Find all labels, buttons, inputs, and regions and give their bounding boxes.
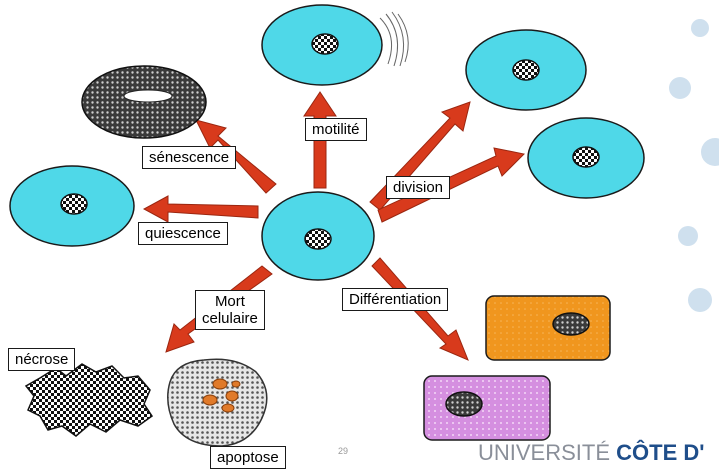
label-differentiation: Différentiation: [342, 288, 449, 311]
differentiated-cell-orange: [485, 295, 611, 361]
label-motilite: motilité: [305, 118, 367, 141]
division-cell-lower: [527, 117, 645, 199]
label-senescence: sénescence: [142, 146, 237, 169]
label-quiescence: quiescence: [138, 222, 228, 245]
differentiated-cell-violet: [423, 375, 551, 441]
motile-cell: [261, 4, 409, 86]
necrotic-cell: [24, 363, 154, 437]
label-mort-line2: celulaire: [202, 310, 258, 327]
arrow-quiescence: [142, 195, 259, 223]
label-division: division: [386, 176, 451, 199]
arrow-division-down: [377, 147, 526, 223]
decorative-dots: [669, 19, 719, 312]
quiescent-cell: [9, 165, 135, 247]
center-cell: [261, 191, 375, 281]
university-name-light: UNIVERSITÉ: [478, 440, 617, 465]
university-logo-text: UNIVERSITÉ CÔTE D': [478, 440, 704, 466]
page-number: 29: [338, 446, 349, 456]
division-cell-upper: [465, 29, 587, 111]
motion-lines: [379, 11, 409, 67]
label-mort-cellulaire: Mort celulaire: [195, 290, 265, 330]
label-apoptose: apoptose: [210, 446, 286, 469]
university-name-bold: CÔTE D': [616, 440, 705, 465]
senescent-cell: [81, 65, 207, 139]
label-mort-line1: Mort: [214, 293, 245, 310]
label-necrose: nécrose: [8, 348, 76, 371]
apoptotic-cell: [167, 358, 268, 447]
